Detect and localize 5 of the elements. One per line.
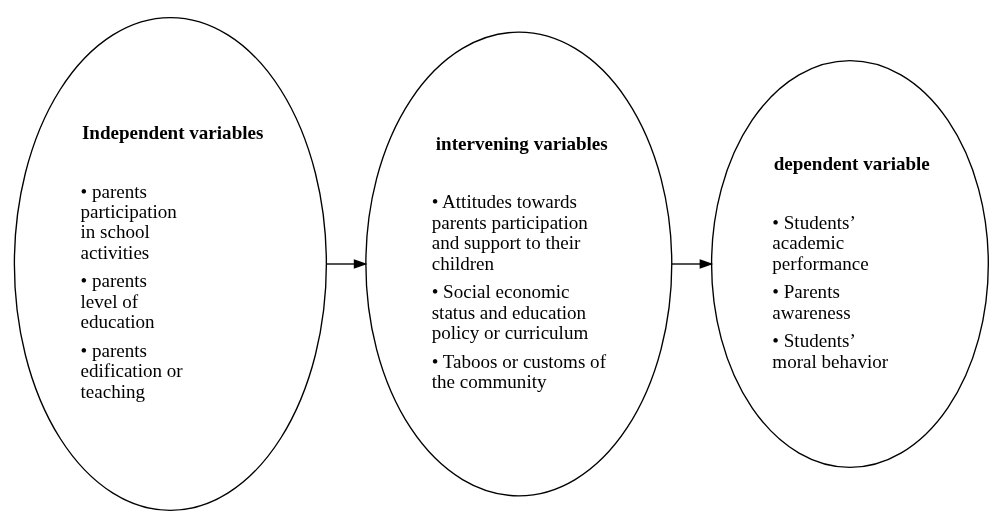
node-ellipse: intervening variables • Attitudes towards parents participation and support to their children • Social economic status and education policy or curriculum • Taboos or customs of the community	[364, 30, 672, 497]
arrow	[325, 258, 367, 269]
node-ellipse: dependent variable • Students’ academic performance • Parents awareness • Students’ moral behavior	[710, 59, 989, 468]
node-ellipse: Independent variables • parents participation in school activities • parents level of education • parents edification or teaching	[13, 16, 327, 511]
arrow	[670, 258, 713, 269]
